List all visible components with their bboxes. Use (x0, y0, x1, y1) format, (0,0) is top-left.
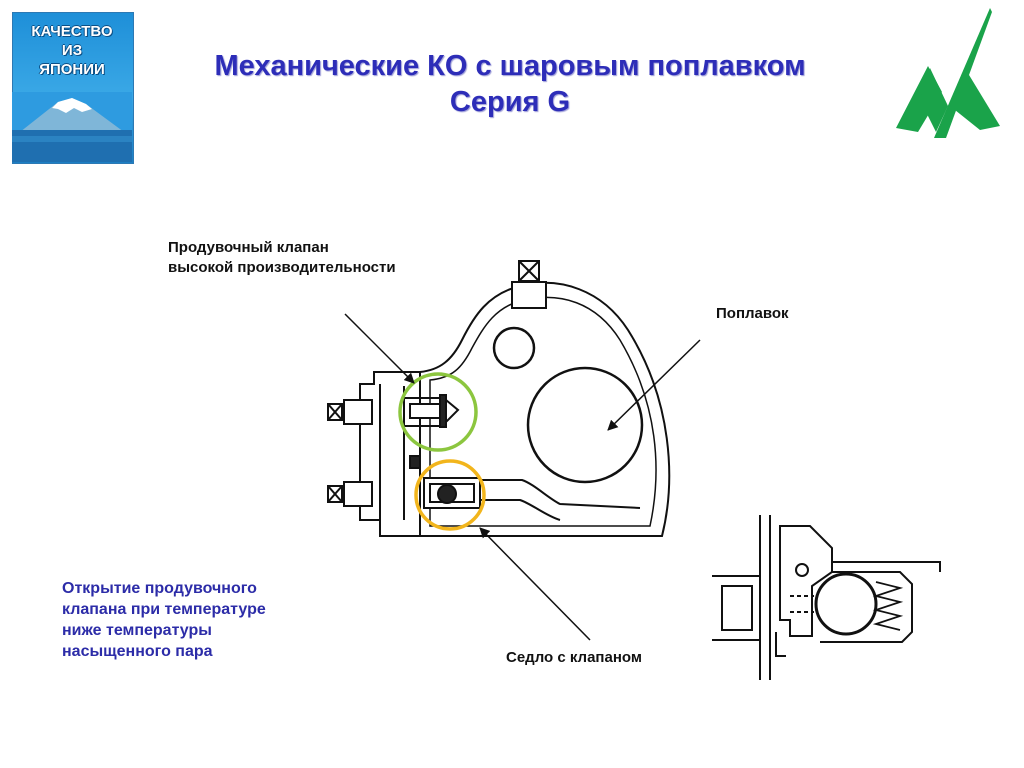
note-line-3: ниже температуры (62, 622, 212, 639)
float-ball (526, 366, 644, 484)
quality-badge: КАЧЕСТВО ИЗ ЯПОНИИ (12, 12, 134, 164)
detail-valve-ball (814, 572, 878, 636)
blowoff-opening-note: Открытие продувочного клапана при темпер… (62, 578, 342, 662)
trap-body-inner-outline (429, 296, 657, 527)
float-pointer (607, 339, 701, 431)
lower-bolt-head (343, 481, 373, 507)
badge-line-1: КАЧЕСТВО (31, 23, 113, 40)
blowoff-valve-label-line-2: высокой производительности (168, 259, 396, 276)
seat-pointer (479, 527, 591, 641)
inlet-port (492, 326, 536, 370)
note-line-4: насыщенного пара (62, 643, 213, 660)
note-line-2: клапана при температуре (62, 601, 266, 618)
note-line-1: Открытие продувочного (62, 580, 257, 597)
blowoff-valve-parts (404, 394, 460, 428)
mount-fuji-icon (12, 92, 132, 162)
float-label: Поплавок (716, 305, 789, 322)
badge-line-2: ИЗ (61, 42, 83, 59)
blowoff-valve-pointer (344, 313, 415, 384)
seat-with-valve-label: Седло с клапаном (506, 649, 642, 666)
seat-valve-detail (712, 515, 941, 680)
badge-text: КАЧЕСТВО ИЗ ЯПОНИИ (12, 22, 132, 79)
blowoff-valve-highlight (398, 372, 478, 452)
blowoff-valve-label-line-1: Продувочный клапан (168, 239, 329, 256)
upper-bolt-head (343, 399, 373, 425)
top-plug (511, 281, 547, 309)
badge-line-3: ЯПОНИИ (39, 61, 105, 78)
trap-body-outline (419, 282, 671, 537)
page-title: Механические КО с шаровым поплавком (214, 50, 806, 82)
green-m-logo-icon (896, 8, 1000, 138)
blowoff-valve-label: Продувочный клапан высокой производитель… (168, 238, 396, 278)
seat-valve-parts (409, 455, 641, 521)
page-subtitle: Серия G (449, 86, 571, 118)
seat-valve-highlight (414, 459, 486, 531)
cover-plate (359, 371, 421, 537)
